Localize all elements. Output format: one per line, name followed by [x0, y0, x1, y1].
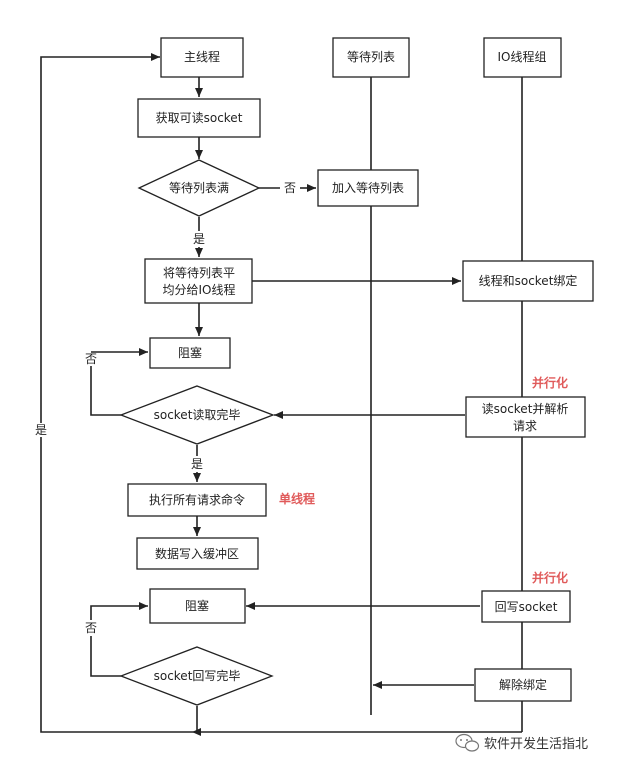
edge-label-yes-loop: 是 — [35, 423, 47, 437]
edge-label-no-1: 否 — [284, 181, 296, 195]
exec-cmd-label: 执行所有请求命令 — [149, 492, 245, 507]
io-group-header: IO线程组 — [483, 37, 562, 78]
block-node-2: 阻塞 — [149, 588, 246, 624]
note-single-thread: 单线程 — [279, 491, 315, 506]
edge-label-no-2: 否 — [85, 352, 97, 366]
watermark: 软件开发生活指北 — [455, 733, 588, 752]
write-buf-label: 数据写入缓冲区 — [155, 546, 239, 561]
write-back-node: 回写socket — [481, 590, 571, 623]
distribute-label-1: 将等待列表平 — [163, 266, 235, 280]
write-back-label: 回写socket — [495, 600, 558, 614]
wait-full-label: 等待列表满 — [169, 181, 229, 195]
write-buf-node: 数据写入缓冲区 — [136, 537, 259, 570]
read-parse-label-2: 请求 — [513, 419, 537, 433]
get-socket-label: 获取可读socket — [156, 111, 243, 125]
write-done-decision: socket回写完毕 — [119, 646, 274, 706]
bind-node: 线程和socket绑定 — [462, 260, 594, 302]
write-done-label: socket回写完毕 — [154, 668, 241, 683]
wait-list-label: 等待列表 — [347, 50, 395, 64]
wechat-icon — [455, 733, 480, 752]
note-parallel-1: 并行化 — [532, 375, 568, 390]
watermark-text: 软件开发生活指北 — [484, 736, 588, 752]
connectors — [40, 53, 522, 736]
wait-list-header: 等待列表 — [332, 37, 410, 78]
edge-label-no-3: 否 — [85, 621, 97, 635]
edge-label-yes-1: 是 — [193, 232, 205, 246]
io-group-label: IO线程组 — [498, 49, 547, 64]
add-wait-label: 加入等待列表 — [332, 181, 404, 195]
distribute-label-2: 均分给IO线程 — [163, 282, 236, 297]
exec-cmd-node: 执行所有请求命令 — [127, 483, 267, 517]
read-parse-node: 读socket并解析 请求 — [465, 396, 586, 438]
block-label-2: 阻塞 — [185, 598, 209, 613]
unbind-node: 解除绑定 — [474, 668, 572, 702]
note-parallel-2: 并行化 — [532, 570, 568, 585]
main-thread-node: 主线程 — [160, 37, 244, 78]
read-done-label: socket读取完毕 — [154, 407, 241, 422]
block-node-1: 阻塞 — [149, 337, 231, 369]
distribute-node: 将等待列表平 均分给IO线程 — [144, 258, 253, 304]
add-wait-node: 加入等待列表 — [317, 169, 419, 207]
unbind-label: 解除绑定 — [499, 677, 547, 692]
read-parse-label-1: 读socket并解析 — [482, 402, 569, 416]
main-thread-label: 主线程 — [184, 49, 220, 64]
bind-label: 线程和socket绑定 — [479, 273, 578, 288]
edge-label-yes-2: 是 — [191, 457, 203, 471]
get-socket-node: 获取可读socket — [137, 98, 261, 138]
wait-full-decision: 等待列表满 — [137, 159, 261, 217]
block-label-1: 阻塞 — [178, 345, 202, 360]
read-done-decision: socket读取完毕 — [119, 385, 275, 445]
